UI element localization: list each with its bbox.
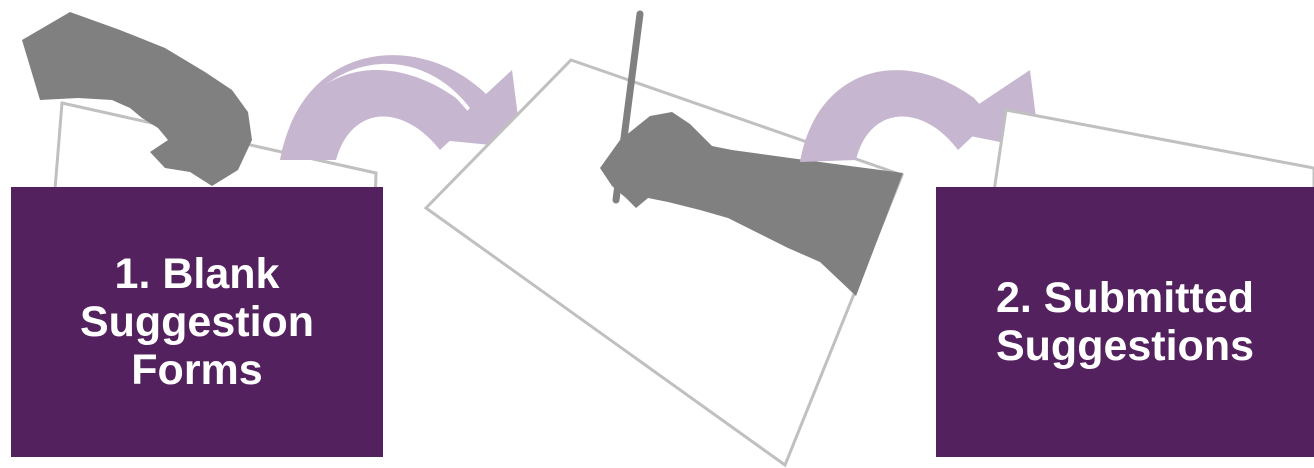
curved-arrow-body bbox=[280, 70, 474, 160]
step-2-label: 2. Submitted Suggestions bbox=[936, 187, 1314, 457]
step-1-label: 1. Blank Suggestion Forms bbox=[11, 187, 383, 457]
